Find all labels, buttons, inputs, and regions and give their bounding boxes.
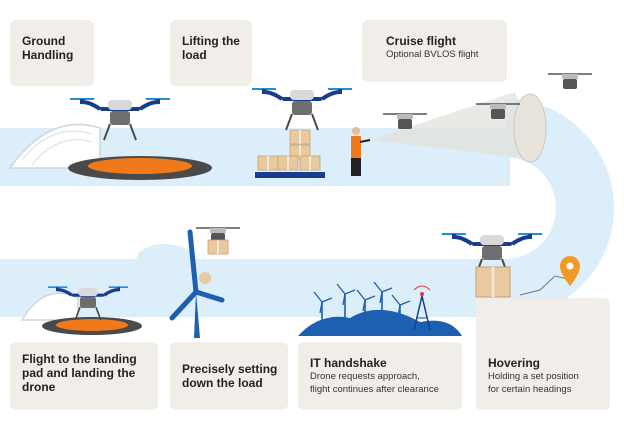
cloud-icon [130, 244, 297, 292]
operator-icon [351, 127, 371, 176]
card-title: Flight to the landing [22, 352, 137, 366]
card-setting: Precisely setting down the load [170, 342, 288, 410]
card-subtitle: flight continues after clearance [310, 384, 439, 395]
drone-icon [250, 87, 354, 132]
parcel-icon [207, 239, 229, 255]
card-subtitle: Holding a set position [488, 371, 579, 382]
card-title: drone [22, 380, 56, 394]
hangar-icon [20, 292, 79, 321]
drone-icon [547, 73, 593, 90]
parcel-icon [255, 129, 325, 178]
landing-pad-icon [42, 317, 142, 335]
card-title: Precisely setting [182, 362, 278, 376]
card-title: down the load [182, 376, 263, 390]
card-title: load [182, 48, 207, 62]
card-title: IT handshake [310, 356, 387, 370]
card-title: Handling [22, 48, 74, 62]
card-cruise: Cruise flight Optional BVLOS flight [362, 20, 507, 82]
card-it-handshake: IT handshake Drone requests approach, fl… [298, 342, 462, 410]
card-lifting: Lifting the load [170, 20, 252, 86]
location-pin-icon [560, 256, 580, 286]
wind-turbine-icon [169, 229, 225, 338]
card-subtitle: Drone requests approach, [310, 371, 420, 382]
card-title: Hovering [488, 356, 541, 370]
card-landing: Flight to the landing pad and landing th… [10, 342, 158, 410]
card-title: Lifting the [182, 34, 240, 48]
hangar-icon [8, 123, 101, 169]
card-hovering: Hovering Holding a set position for cert… [476, 298, 610, 410]
parcel-icon [475, 266, 511, 298]
radio-tower-icon [413, 285, 431, 331]
card-subtitle: Optional BVLOS flight [386, 49, 479, 60]
card-subtitle: for certain headings [488, 384, 572, 395]
card-title: pad and landing the [22, 366, 136, 380]
landing-pad-icon [68, 156, 212, 180]
card-ground-handling: Ground Handling [10, 20, 94, 86]
card-title: Ground [22, 34, 66, 48]
card-title: Cruise flight [386, 34, 457, 48]
